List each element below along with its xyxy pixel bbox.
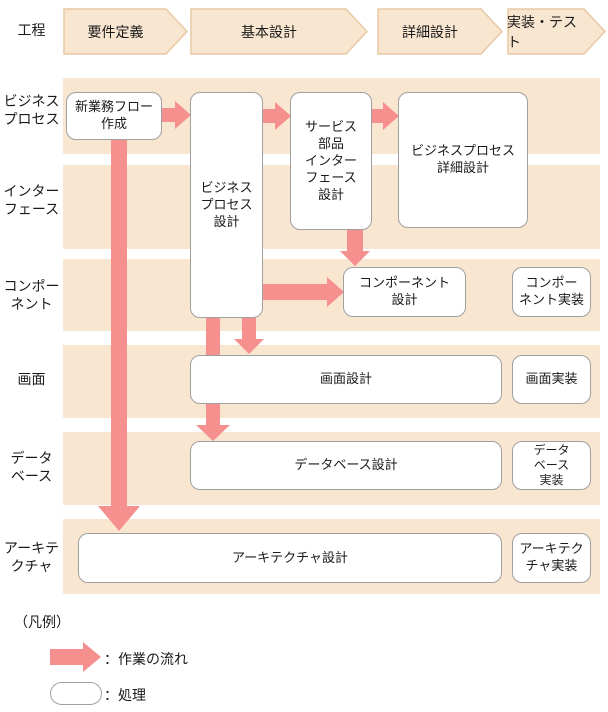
flow-arrow-right-icon bbox=[372, 102, 399, 130]
lane-label-architecture: アーキテ クチャ bbox=[3, 541, 60, 575]
phase-label: 要件定義 bbox=[87, 24, 144, 41]
chevron-shape-icon bbox=[190, 8, 368, 55]
flow-arrow-right-icon bbox=[263, 102, 291, 130]
box-database-implementation: データ ベース 実装 bbox=[512, 441, 591, 490]
box-business-process-design: ビジネス プロセス 設計 bbox=[190, 92, 263, 318]
lane-label-interface: インター フェース bbox=[3, 184, 60, 218]
phase-chevron-requirements: 要件定義 bbox=[63, 8, 188, 55]
box-service-parts-interface-design: サービス 部品 インター フェース 設計 bbox=[290, 92, 372, 230]
phase-label: 基本設計 bbox=[241, 24, 297, 41]
legend-title: （凡例） bbox=[14, 615, 70, 631]
box-screen-implementation: 画面実装 bbox=[512, 355, 591, 404]
legend-process-box-icon bbox=[50, 682, 102, 705]
lane-label-component: コンポー ネント bbox=[3, 279, 60, 313]
phase-chevron-basic-design: 基本設計 bbox=[190, 8, 368, 55]
phase-chevron-detail-design: 詳細設計 bbox=[377, 8, 503, 55]
lane-label-database: データ ベース bbox=[10, 451, 53, 485]
chevron-shape-icon bbox=[63, 8, 188, 55]
legend-flow-arrow-icon bbox=[50, 642, 101, 672]
box-component-design: コンポーネント 設計 bbox=[343, 267, 466, 317]
flow-arrow-down-icon bbox=[340, 230, 370, 266]
box-business-process-detail-design: ビジネスプロセス 詳細設計 bbox=[398, 92, 528, 228]
header-row-label: 工程 bbox=[17, 23, 46, 39]
box-database-design: データベース設計 bbox=[190, 441, 502, 490]
phase-chevron-implementation-test: 実装・テスト bbox=[507, 8, 606, 55]
box-architecture-implementation: アーキテク チャ実装 bbox=[512, 533, 591, 583]
flow-arrow-right-icon bbox=[162, 101, 191, 129]
lane-label-screen: 画面 bbox=[17, 372, 46, 388]
phase-label: 詳細設計 bbox=[402, 24, 458, 41]
legend-flow-label: ：作業の流れ bbox=[104, 652, 188, 668]
box-architecture-design: アーキテクチャ設計 bbox=[78, 533, 502, 583]
legend-process-label: ：処理 bbox=[104, 688, 146, 704]
lane-label-business-process: ビジネス プロセス bbox=[3, 94, 60, 128]
box-screen-design: 画面設計 bbox=[190, 355, 502, 404]
flow-arrow-right-icon bbox=[263, 277, 344, 307]
phase-label: 実装・テスト bbox=[507, 14, 577, 51]
flow-arrow-down-icon bbox=[98, 140, 140, 531]
chevron-shape-icon bbox=[507, 8, 606, 55]
box-component-implementation: コンポー ネント実装 bbox=[512, 267, 591, 317]
flow-arrow-down-icon bbox=[234, 316, 264, 354]
box-new-business-flow: 新業務フロー 作成 bbox=[66, 92, 162, 140]
chevron-shape-icon bbox=[377, 8, 503, 55]
